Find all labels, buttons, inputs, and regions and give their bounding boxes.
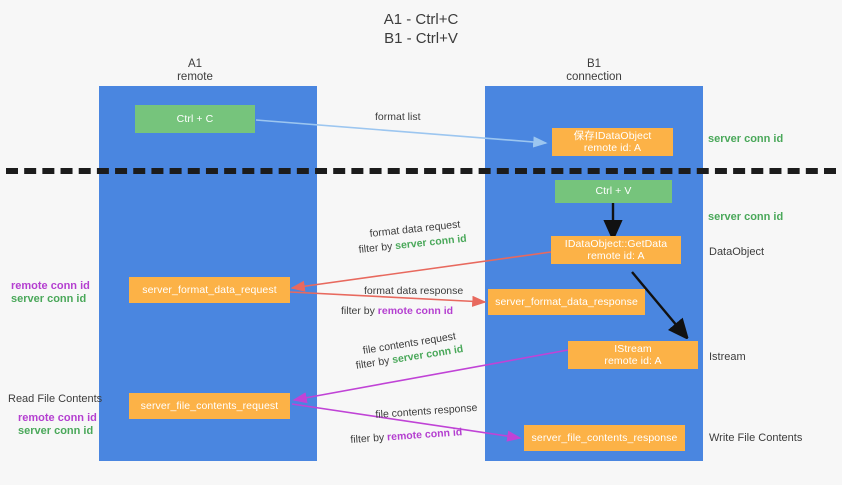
column-header-b1: B1 connection bbox=[524, 58, 664, 84]
column-b1-name: B1 bbox=[586, 58, 602, 70]
edge-label-file-contents-response: file contents response bbox=[375, 401, 478, 421]
label-server-conn-id-2: server conn id bbox=[18, 425, 94, 437]
label-server-conn-id-mid: server conn id bbox=[708, 211, 784, 223]
filter-key-remote-conn-id: remote conn id bbox=[377, 305, 454, 317]
label-dataobject: DataObject bbox=[709, 246, 765, 258]
box-ctrl-v[interactable]: Ctrl + V bbox=[555, 180, 672, 203]
label-server-conn-id-top: server conn id bbox=[708, 133, 784, 145]
box-server-format-data-request-label: server_format_data_request bbox=[142, 283, 277, 296]
filter-prefix: filter by bbox=[350, 431, 388, 446]
label-remote-conn-id-1: remote conn id bbox=[11, 280, 90, 292]
label-istream: Istream bbox=[709, 351, 746, 363]
edge-label-format-data-response: format data response bbox=[364, 285, 464, 297]
column-a1-name: A1 bbox=[187, 58, 203, 70]
diagram-title: A1 - Ctrl+C B1 - Ctrl+V bbox=[0, 10, 842, 48]
box-idataobject-getdata-line2: remote id: A bbox=[587, 250, 645, 262]
column-a1-sub: remote bbox=[177, 71, 213, 83]
box-ctrl-c-label: Ctrl + C bbox=[176, 112, 214, 125]
edge-label-file-contents-response-filter: filter by remote conn id bbox=[350, 426, 463, 447]
box-server-format-data-request[interactable]: server_format_data_request bbox=[129, 277, 290, 303]
box-server-format-data-response[interactable]: server_format_data_response bbox=[488, 289, 645, 315]
box-idataobject-getdata[interactable]: IDataObject::GetData remote id: A bbox=[551, 236, 681, 264]
box-istream-line2: remote id: A bbox=[604, 355, 662, 367]
box-istream-line1: IStream bbox=[614, 342, 652, 355]
edge-label-format-data-response-filter: filter by remote conn id bbox=[341, 305, 453, 318]
box-server-file-contents-request[interactable]: server_file_contents_request bbox=[129, 393, 290, 419]
box-save-idataobject[interactable]: 保存IDataObject remote id: A bbox=[552, 128, 673, 156]
title-line-1: A1 - Ctrl+C bbox=[383, 11, 459, 28]
box-server-file-contents-request-label: server_file_contents_request bbox=[140, 399, 279, 412]
box-ctrl-v-label: Ctrl + V bbox=[595, 185, 632, 198]
box-server-format-data-response-label: server_format_data_response bbox=[495, 295, 638, 308]
filter-key-remote-conn-id: remote conn id bbox=[386, 426, 463, 444]
filter-prefix: filter by bbox=[355, 354, 394, 372]
filter-prefix: filter by bbox=[341, 305, 378, 317]
column-header-a1: A1 remote bbox=[125, 58, 265, 84]
phase-divider bbox=[6, 168, 836, 174]
label-read-file-contents: Read File Contents bbox=[8, 393, 103, 405]
box-ctrl-c[interactable]: Ctrl + C bbox=[135, 105, 255, 133]
column-b1-sub: connection bbox=[566, 71, 622, 83]
edge-label-format-list: format list bbox=[375, 111, 421, 123]
box-server-file-contents-response-label: server_file_contents_response bbox=[531, 431, 678, 444]
box-save-idataobject-line2: remote id: A bbox=[583, 142, 642, 154]
box-server-file-contents-response[interactable]: server_file_contents_response bbox=[524, 425, 685, 451]
label-remote-conn-id-2: remote conn id bbox=[18, 412, 97, 424]
title-line-2: B1 - Ctrl+V bbox=[384, 30, 458, 47]
filter-prefix: filter by bbox=[358, 240, 396, 256]
box-save-idataobject-line1: 保存IDataObject bbox=[573, 129, 652, 142]
box-istream[interactable]: IStream remote id: A bbox=[568, 341, 698, 369]
box-idataobject-getdata-line1: IDataObject::GetData bbox=[564, 237, 668, 250]
label-server-conn-id-1: server conn id bbox=[11, 293, 87, 305]
label-write-file-contents: Write File Contents bbox=[709, 432, 803, 444]
